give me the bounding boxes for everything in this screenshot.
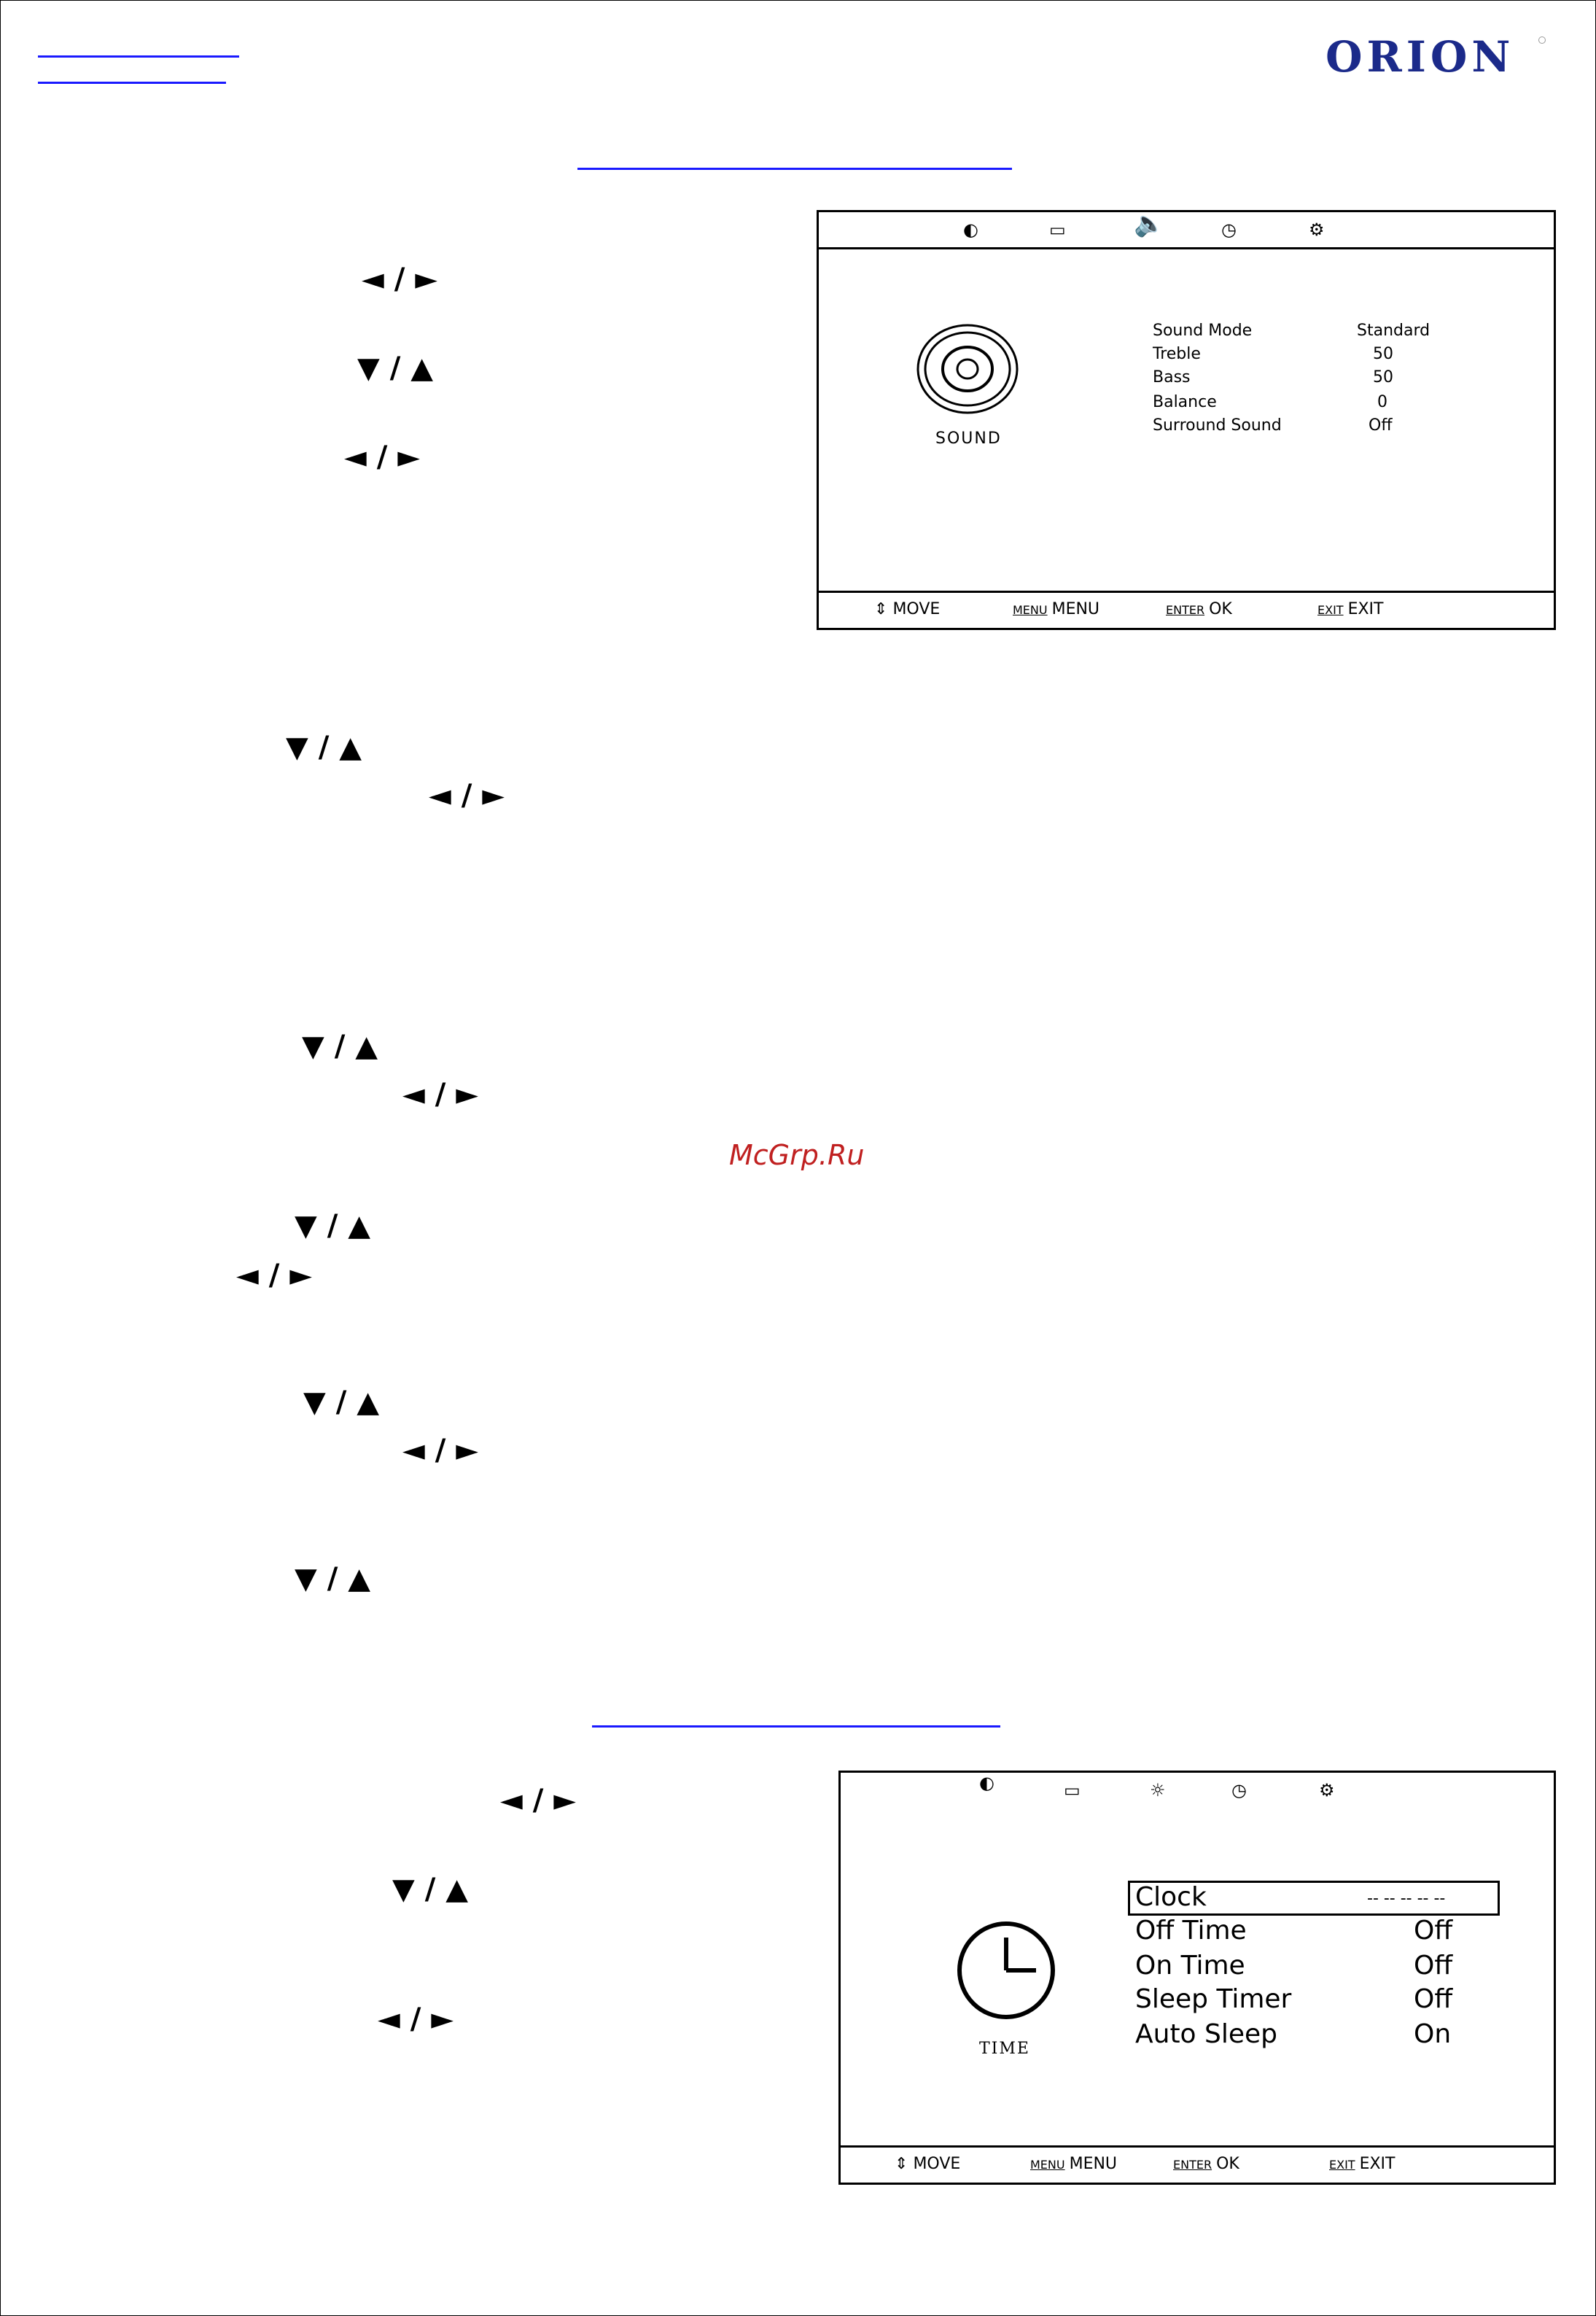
menu-item-value[interactable]: On <box>1414 2019 1452 2049</box>
sound-tab-icon[interactable]: ☼ <box>1150 1780 1166 1800</box>
setup-tab-icon[interactable]: ⚙ <box>1319 1780 1335 1800</box>
left-right-arrows: ◄ / ► <box>402 1078 478 1111</box>
menu-caption: SOUND <box>935 430 1002 448</box>
time-section-link[interactable] <box>592 1725 1000 1728</box>
screen-tab-icon[interactable]: ▭ <box>1049 219 1066 240</box>
menu-item-value[interactable]: Off <box>1369 416 1393 435</box>
brand-logo: ORION <box>1326 32 1515 82</box>
left-right-arrows: ◄ / ► <box>402 1434 478 1467</box>
menu-item-label[interactable]: On Time <box>1135 1951 1245 1981</box>
watermark: McGrp.Ru <box>729 1139 865 1171</box>
registered-mark-icon <box>1538 36 1546 44</box>
sound-tab-icon[interactable]: 🔈 <box>1134 209 1165 238</box>
left-right-arrows: ◄ / ► <box>378 2002 454 2036</box>
clock-icon <box>957 1921 1055 2019</box>
move-icon: ⇕ <box>895 2155 914 2173</box>
menu-item-label[interactable]: Off Time <box>1135 1916 1247 1946</box>
menu-item-label[interactable]: Treble <box>1153 345 1201 363</box>
exit-key: EXIT <box>1329 2158 1355 2172</box>
menu-tab-bar: ◐ ▭ ☼ ◷ ⚙ <box>841 1773 1554 1808</box>
down-up-arrows: ▼ / ▲ <box>392 1873 468 1906</box>
nav-move-hint: ⇕ MOVE <box>895 2155 961 2173</box>
down-up-arrows: ▼ / ▲ <box>295 1209 370 1243</box>
down-up-arrows: ▼ / ▲ <box>303 1386 379 1419</box>
menu-caption: TIME <box>979 2040 1030 2058</box>
enter-key: ENTER <box>1166 603 1205 617</box>
menu-item-label[interactable]: Bass <box>1153 368 1191 386</box>
menu-tab-bar: ◐ ▭ 🔈 ◷ ⚙ <box>819 209 1554 249</box>
menu-key: MENU <box>1030 2158 1065 2172</box>
down-up-arrows: ▼ / ▲ <box>295 1562 370 1596</box>
header-link-2[interactable] <box>38 82 226 84</box>
menu-item-label[interactable]: Sound Mode <box>1153 322 1253 340</box>
down-up-arrows: ▼ / ▲ <box>302 1030 378 1063</box>
menu-item-value[interactable]: Off <box>1414 1984 1453 2014</box>
picture-tab-icon[interactable]: ◐ <box>963 219 978 240</box>
clock-row-highlight[interactable] <box>1128 1881 1500 1916</box>
menu-item-value[interactable]: Standard <box>1357 322 1430 340</box>
screen-tab-icon[interactable]: ▭ <box>1064 1780 1081 1800</box>
menu-item-value[interactable]: 50 <box>1373 345 1393 363</box>
left-right-arrows: ◄ / ► <box>429 779 505 812</box>
move-icon: ⇕ <box>874 600 893 618</box>
menu-key: MENU <box>1013 603 1048 617</box>
menu-item-label[interactable]: Surround Sound <box>1153 416 1282 435</box>
speaker-icon <box>916 324 1019 414</box>
time-tab-icon[interactable]: ◷ <box>1221 219 1237 240</box>
time-tab-icon[interactable]: ◷ <box>1231 1780 1247 1800</box>
exit-key: EXIT <box>1317 603 1344 617</box>
setup-tab-icon[interactable]: ⚙ <box>1309 219 1325 240</box>
left-right-arrows: ◄ / ► <box>344 440 420 474</box>
sound-menu-screen: ◐ ▭ 🔈 ◷ ⚙ SOUND Sound Mode Standard Treb… <box>817 210 1556 630</box>
picture-tab-icon[interactable]: ◐ <box>979 1773 994 1793</box>
enter-key: ENTER <box>1173 2158 1212 2172</box>
menu-item-value[interactable]: -- -- -- -- -- <box>1367 1889 1446 1908</box>
menu-item-value[interactable]: 50 <box>1373 368 1393 386</box>
left-right-arrows: ◄ / ► <box>500 1784 576 1817</box>
left-right-arrows: ◄ / ► <box>362 263 437 296</box>
menu-item-label[interactable]: Sleep Timer <box>1135 1984 1292 2014</box>
sound-section-link[interactable] <box>577 168 1012 170</box>
menu-item-value[interactable]: Off <box>1414 1951 1453 1981</box>
left-right-arrows: ◄ / ► <box>236 1259 312 1292</box>
down-up-arrows: ▼ / ▲ <box>286 731 362 764</box>
menu-item-label[interactable]: Clock <box>1135 1882 1207 1912</box>
menu-item-label[interactable]: Auto Sleep <box>1135 2019 1278 2049</box>
time-menu-screen: ◐ ▭ ☼ ◷ ⚙ TIME Clock -- -- -- -- -- Off … <box>838 1771 1556 2185</box>
menu-item-value[interactable]: 0 <box>1377 393 1387 411</box>
menu-item-value[interactable]: Off <box>1414 1916 1453 1946</box>
nav-move-hint: ⇕ MOVE <box>874 600 941 618</box>
header-link-1[interactable] <box>38 55 239 58</box>
menu-item-label[interactable]: Balance <box>1153 393 1217 411</box>
down-up-arrows: ▼ / ▲ <box>357 351 433 385</box>
